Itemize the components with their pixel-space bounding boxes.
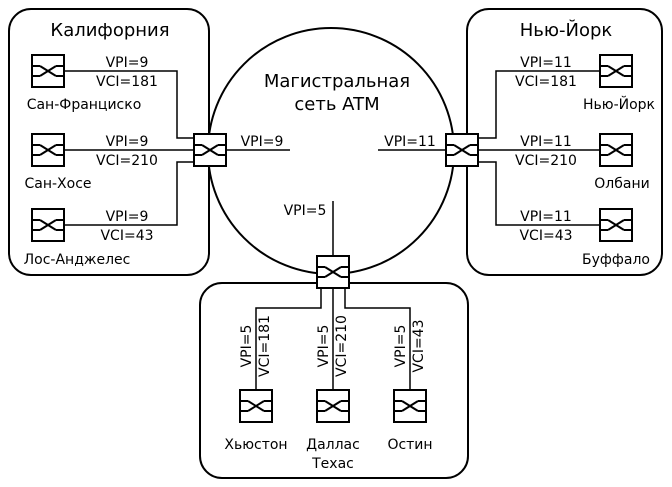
ca-sj-vci-label: VCI=210	[96, 153, 158, 169]
ny-buffalo-vpi-label: VPI=11	[520, 209, 572, 225]
ca-sf-vpi-label: VPI=9	[106, 55, 149, 71]
link-austin	[344, 288, 411, 390]
ny-ny-vci-label: VCI=181	[515, 74, 577, 90]
switch-buffalo-icon	[599, 208, 633, 242]
city-dallas: Даллас	[306, 437, 360, 453]
ca-la-vpi-label: VPI=9	[106, 209, 149, 225]
texas-title: Техас	[311, 456, 354, 472]
city-albany: Олбани	[594, 176, 649, 192]
link-la	[64, 161, 194, 226]
switch-sf-icon	[31, 54, 65, 88]
link-ny	[478, 70, 600, 139]
link-sf	[64, 70, 194, 139]
ca-la-vci-label: VCI=43	[100, 228, 153, 244]
switch-austin-icon	[393, 389, 427, 423]
city-ny: Нью-Йорк	[583, 95, 655, 113]
ca-sf-vci-label: VCI=181	[96, 74, 158, 90]
backbone-title-line1: Магистральная	[264, 71, 410, 92]
tx-austin-vci-label: VCI=43	[411, 319, 427, 372]
california-title: Калифорния	[50, 20, 169, 41]
ny-albany-vpi-label: VPI=11	[520, 134, 572, 150]
switch-sj-icon	[31, 133, 65, 167]
switch-tx-edge-icon	[316, 255, 350, 289]
switch-dallas-icon	[316, 389, 350, 423]
city-sf: Сан-Франциско	[27, 97, 142, 113]
switch-houston-icon	[239, 389, 273, 423]
switch-ny-edge-icon	[445, 133, 479, 167]
switch-ny-icon	[599, 54, 633, 88]
city-austin: Остин	[387, 437, 432, 453]
city-la: Лос-Анджелес	[24, 252, 131, 268]
city-sj: Сан-Хосе	[24, 176, 91, 192]
link-houston	[255, 288, 322, 390]
ny-ny-vpi-label: VPI=11	[520, 55, 572, 71]
ca-sj-vpi-label: VPI=9	[106, 134, 149, 150]
ny-buffalo-vci-label: VCI=43	[519, 228, 572, 244]
switch-la-icon	[31, 208, 65, 242]
ny-albany-vci-label: VCI=210	[515, 153, 577, 169]
link-buffalo	[478, 161, 600, 226]
backbone-title-line2: сеть ATM	[294, 94, 379, 115]
switch-ca-edge-icon	[193, 133, 227, 167]
backbone-ring	[207, 27, 455, 275]
newyork-title: Нью-Йорк	[520, 19, 613, 41]
switch-albany-icon	[599, 133, 633, 167]
tx-trunk-vpi-label: VPI=5	[284, 203, 327, 219]
tx-austin-vpi-label: VPI=5	[393, 325, 409, 368]
ny-trunk-vpi-label: VPI=11	[384, 134, 436, 150]
tx-dallas-vci-label: VCI=210	[334, 315, 350, 377]
tx-houston-vci-label: VCI=181	[257, 315, 273, 377]
tx-houston-vpi-label: VPI=5	[239, 325, 255, 368]
city-houston: Хьюстон	[224, 437, 287, 453]
tx-dallas-vpi-label: VPI=5	[316, 325, 332, 368]
ca-trunk-vpi-label: VPI=9	[241, 134, 284, 150]
city-buffalo: Буффало	[582, 252, 650, 268]
